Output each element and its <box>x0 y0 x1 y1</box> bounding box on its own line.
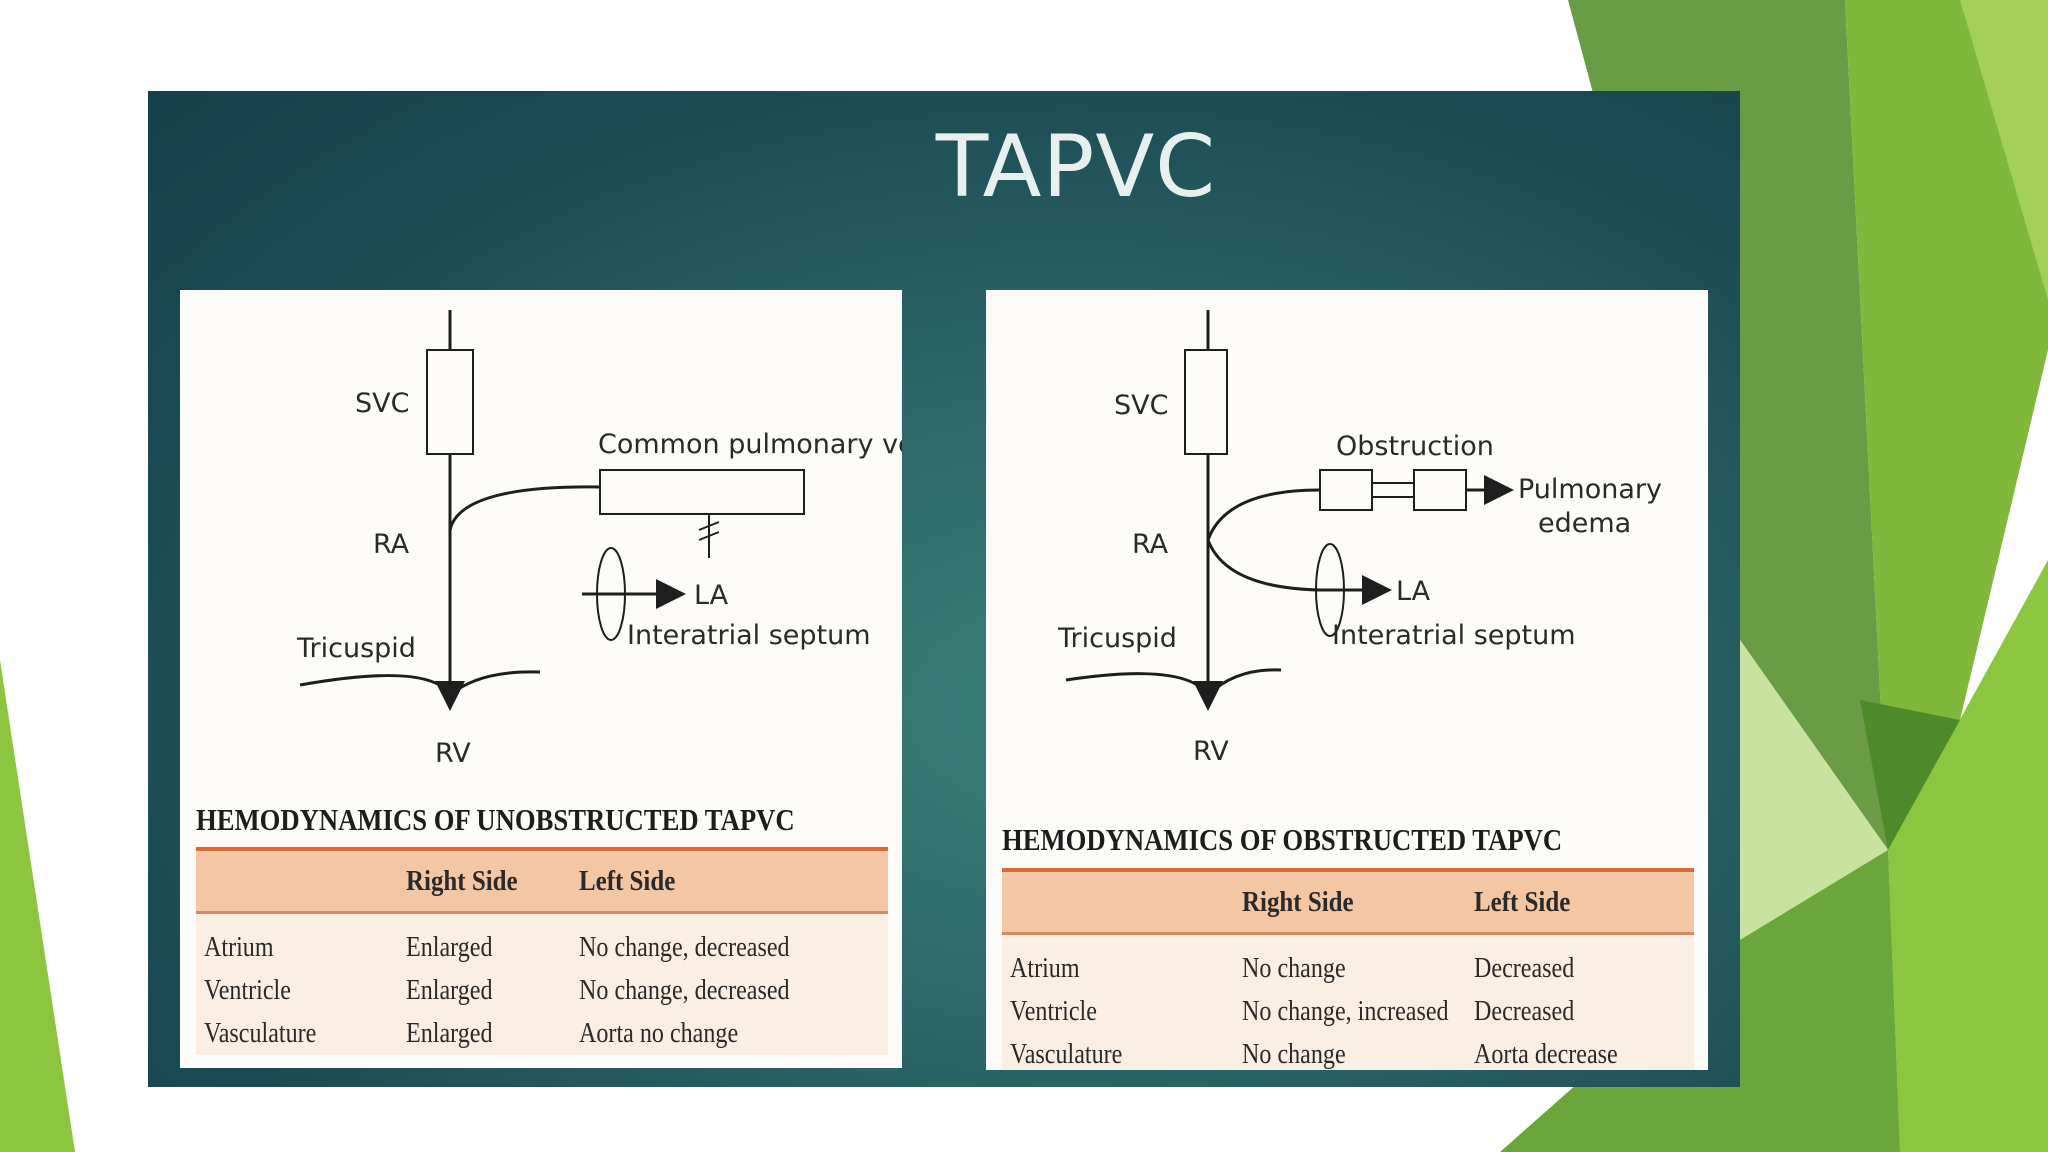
facet-right-3 <box>1960 0 2048 300</box>
table-row: Ventricle No change, increased Decreased <box>1002 990 1694 1033</box>
tricuspid-valve <box>299 670 541 698</box>
septum-label: Interatrial septum <box>1332 620 1576 651</box>
left-side-cell: Decreased <box>1474 953 1575 984</box>
left-side-cell: Decreased <box>1474 996 1575 1027</box>
svc-box <box>1184 349 1228 455</box>
table-header: Right Side Left Side <box>196 847 888 914</box>
obstructed-table: Right Side Left Side Atrium No change De… <box>1002 868 1694 1070</box>
obstruction-narrowing <box>1371 482 1415 498</box>
unobstructed-table-title: HEMODYNAMICS OF UNOBSTRUCTED TAPVC <box>196 802 795 837</box>
table-row: Atrium No change Decreased <box>1002 947 1694 990</box>
tricuspid-valve <box>1065 668 1282 698</box>
unobstructed-panel: SVC RA Tricuspid RV Common pulmonary vei… <box>180 290 902 1068</box>
obstruction-box-2 <box>1413 469 1467 511</box>
tapvc-figure: TAPVC SVC RA Tricuspid RV Common pulmona… <box>148 91 1740 1087</box>
left-side-cell: No change, decreased <box>579 975 790 1006</box>
vein-loop <box>1206 488 1321 592</box>
left-side-cell: Aorta no change <box>579 1018 739 1049</box>
right-side-cell: No change <box>1242 1039 1346 1070</box>
table-row: Atrium Enlarged No change, decreased <box>196 926 888 969</box>
row-label: Atrium <box>204 932 274 963</box>
header-left-side: Left Side <box>1474 886 1571 918</box>
header-left-side: Left Side <box>579 865 676 897</box>
header-right-side: Right Side <box>406 865 518 897</box>
septum-label: Interatrial septum <box>627 620 871 651</box>
right-side-cell: Enlarged <box>406 932 493 963</box>
edema-label: edema <box>1538 508 1631 539</box>
right-side-cell: Enlarged <box>406 1018 493 1049</box>
left-side-cell: Aorta decrease <box>1474 1039 1618 1070</box>
table-row: Vasculature Enlarged Aorta no change <box>196 1012 888 1055</box>
facet-left <box>0 660 75 1152</box>
facet-right-2 <box>1845 0 2048 850</box>
la-label: LA <box>694 580 729 611</box>
unobstructed-table: Right Side Left Side Atrium Enlarged No … <box>196 847 888 1055</box>
tricuspid-label: Tricuspid <box>296 633 416 664</box>
svc-label: SVC <box>1114 390 1168 421</box>
row-label: Vasculature <box>1010 1039 1123 1070</box>
vein-connection <box>448 485 601 531</box>
rv-label: RV <box>435 738 471 769</box>
obstructed-panel: SVC RA Tricuspid RV Obstruction Pulmonar… <box>986 290 1708 1070</box>
slide-title: TAPVC <box>935 117 1217 217</box>
common-vein-label: Common pulmonary vein <box>598 429 902 460</box>
tricuspid-label: Tricuspid <box>1057 623 1177 654</box>
ra-label: RA <box>1132 529 1169 560</box>
right-side-cell: Enlarged <box>406 975 493 1006</box>
row-label: Ventricle <box>204 975 291 1006</box>
row-label: Ventricle <box>1010 996 1097 1027</box>
pulmonary-label: Pulmonary <box>1518 474 1662 505</box>
table-header: Right Side Left Side <box>1002 868 1694 935</box>
right-side-cell: No change <box>1242 953 1346 984</box>
obstruction-box-1 <box>1319 469 1373 511</box>
obstruction-label: Obstruction <box>1336 431 1494 462</box>
table-row: Vasculature No change Aorta decrease <box>1002 1033 1694 1070</box>
table-row: Ventricle Enlarged No change, decreased <box>196 969 888 1012</box>
obstructed-table-title: HEMODYNAMICS OF OBSTRUCTED TAPVC <box>1002 822 1563 857</box>
unobstructed-diagram: SVC RA Tricuspid RV Common pulmonary vei… <box>296 310 902 769</box>
obstructed-diagram: SVC RA Tricuspid RV Obstruction Pulmonar… <box>1057 310 1662 767</box>
header-right-side: Right Side <box>1242 886 1354 918</box>
facet-right-5 <box>1888 560 2048 1152</box>
svc-box <box>426 349 474 455</box>
svc-label: SVC <box>355 388 409 419</box>
rv-label: RV <box>1193 736 1229 767</box>
ra-label: RA <box>373 529 410 560</box>
la-label: LA <box>1396 576 1431 607</box>
common-vein-box <box>599 469 805 515</box>
left-side-cell: No change, decreased <box>579 932 790 963</box>
row-label: Vasculature <box>204 1018 317 1049</box>
right-side-cell: No change, increased <box>1242 996 1449 1027</box>
row-label: Atrium <box>1010 953 1080 984</box>
facet-right-7 <box>1860 700 1960 850</box>
